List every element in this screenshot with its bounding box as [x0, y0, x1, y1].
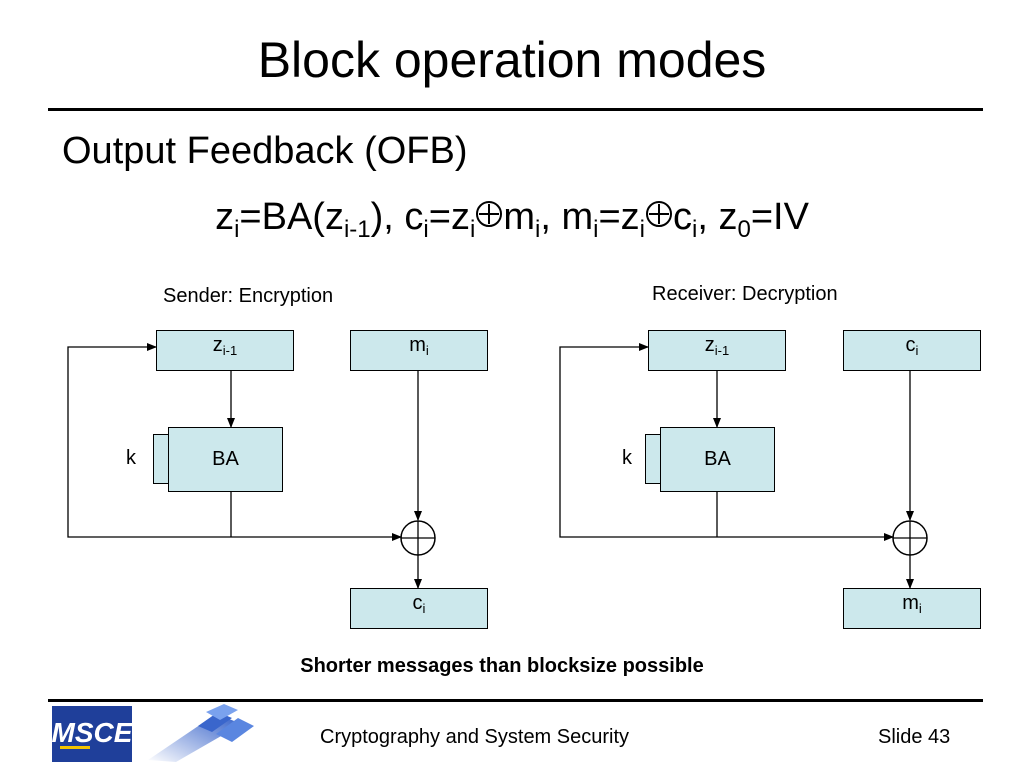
footer-divider	[48, 699, 983, 702]
section-heading: Output Feedback (OFB)	[62, 130, 468, 172]
receiver-c-box: ci	[843, 330, 981, 371]
receiver-key-label: k	[622, 447, 632, 469]
sender-m-box: mi	[350, 330, 488, 371]
svg-text:MSCE: MSCE	[52, 717, 132, 748]
sender-feedback-arrow	[67, 343, 231, 538]
sender-z-box: zi-1	[156, 330, 294, 371]
receiver-label: Receiver: Decryption	[652, 283, 838, 305]
wing-logo	[148, 704, 254, 762]
footnote: Shorter messages than blocksize possible	[300, 655, 704, 677]
sender-key-label: k	[126, 447, 136, 469]
xor-symbol-icon	[476, 201, 503, 227]
msce-logo: MSCE	[52, 706, 132, 762]
course-title: Cryptography and System Security	[320, 726, 630, 748]
receiver-cipher-box: BA	[660, 427, 775, 492]
receiver-feedback-arrow	[559, 343, 717, 538]
sender-output-box: ci	[350, 588, 488, 629]
xor-symbol-icon	[645, 201, 672, 227]
receiver-output-box: mi	[843, 588, 981, 629]
slide-number: Slide 43	[878, 726, 951, 748]
sender-label: Sender: Encryption	[163, 285, 334, 307]
sender-cipher-box: BA	[168, 427, 283, 492]
receiver-z-box: zi-1	[648, 330, 786, 371]
title-divider	[48, 108, 983, 111]
slide-title: Block operation modes	[257, 32, 767, 88]
